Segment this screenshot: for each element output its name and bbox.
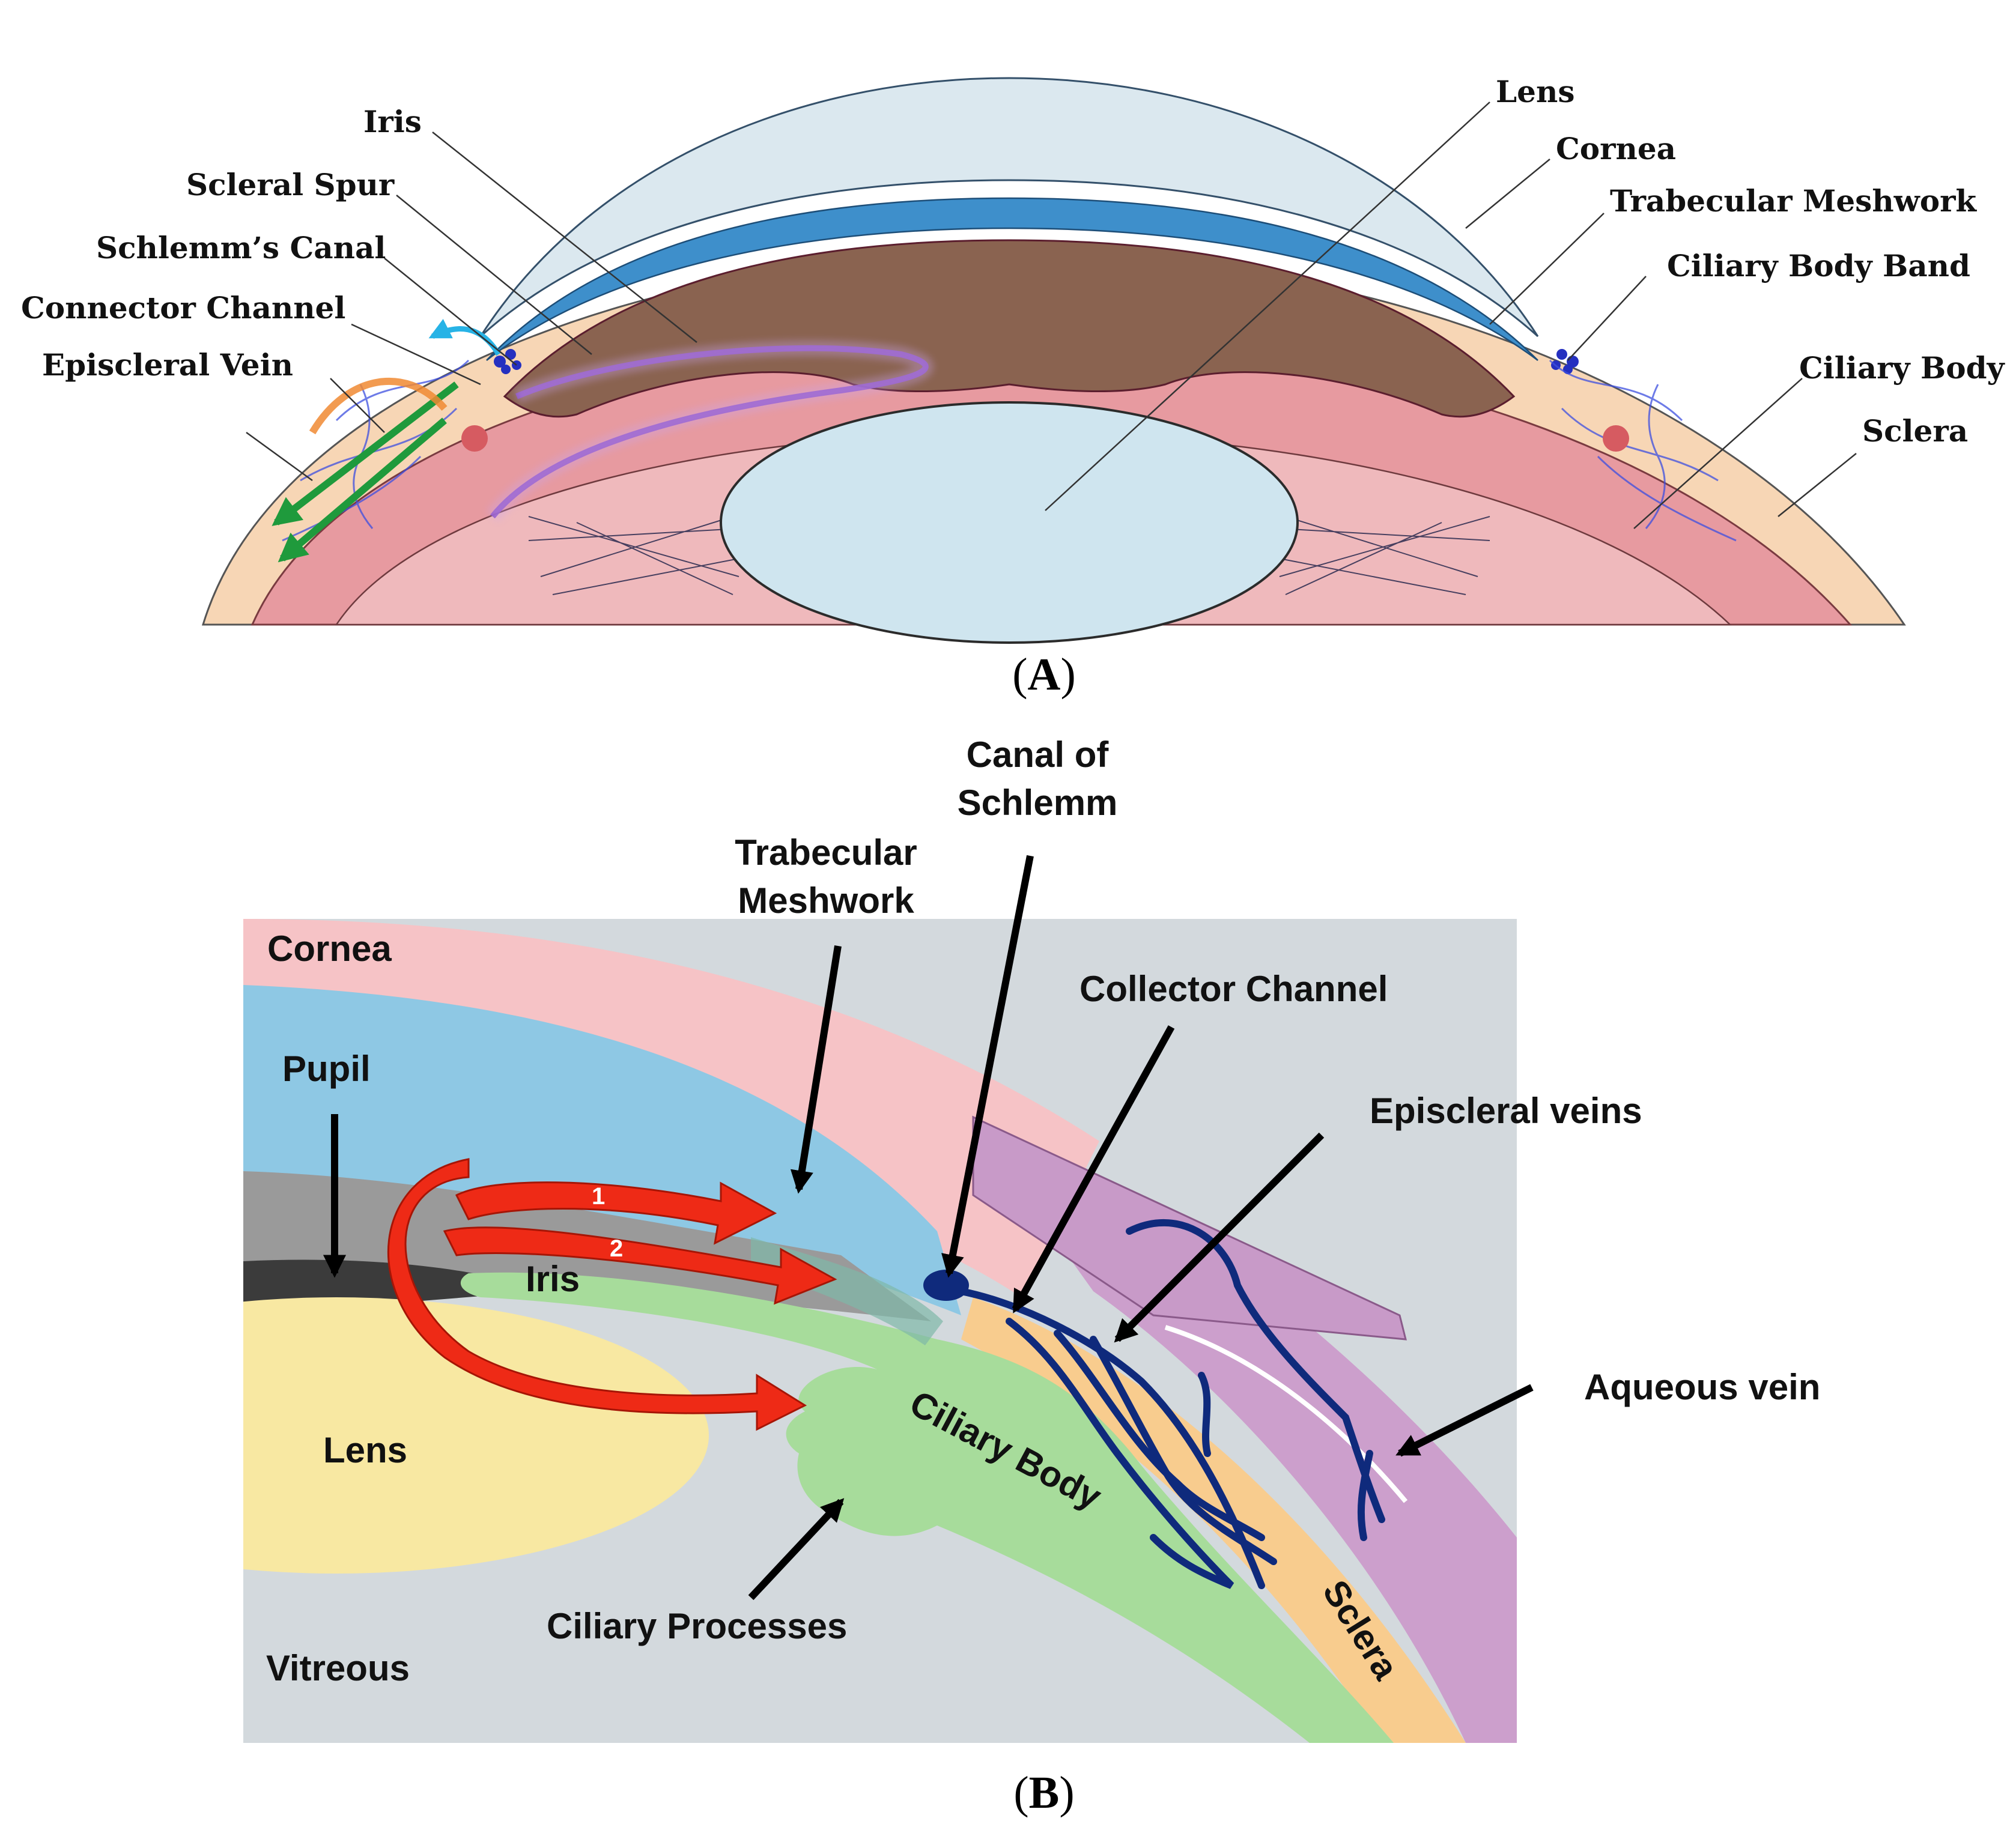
- b-label-vitreous: Vitreous: [266, 1648, 410, 1688]
- b-label-canal-of-schlemm-2: Schlemm: [958, 783, 1118, 823]
- a-green-flow-arrow-1: [272, 381, 459, 526]
- a-label-trabecular-meshwork: Trabecular Meshwork: [1610, 183, 1977, 219]
- a-label-ciliary-body: Ciliary Body: [1799, 350, 2006, 386]
- b-label-ciliary-processes: Ciliary Processes: [547, 1606, 847, 1646]
- a-orange-flow-arc: [309, 377, 448, 435]
- b-label-iris: Iris: [526, 1259, 580, 1299]
- a-leader-lines: [246, 102, 1857, 529]
- b-canal-of-schlemm: [923, 1270, 969, 1301]
- b-pointer-arrows: [323, 855, 1534, 1601]
- a-lens: [720, 401, 1299, 644]
- b-aqueous-flow: [387, 1158, 837, 1431]
- a-label-episcleral-vein: Episcleral Vein: [42, 347, 293, 383]
- a-label-lens: Lens: [1496, 74, 1574, 109]
- b-pupil: [243, 985, 961, 1315]
- b-label-cornea: Cornea: [267, 929, 392, 969]
- b-label-aqueous-vein: Aqueous vein: [1584, 1367, 1820, 1407]
- a-label-connector-channel: Connector Channel: [21, 290, 345, 326]
- a-ciliary-body-right: [1603, 425, 1629, 452]
- a-cyan-flow-arrow: [428, 319, 501, 356]
- a-label-sclera: Sclera: [1862, 413, 1968, 449]
- a-cornea-layer: [479, 77, 1539, 338]
- b-label-lens: Lens: [323, 1430, 407, 1470]
- b-iris-ciliary: [460, 1272, 1394, 1743]
- a-label-iris: Iris: [363, 104, 422, 139]
- b-flow-label-1: 1: [592, 1183, 605, 1210]
- b-label-trabecular-meshwork-2: Meshwork: [738, 880, 914, 921]
- panel-a-diagram: Iris Scleral Spur Schlemm’s Canal Connec…: [21, 74, 2006, 644]
- b-label-collector-channel: Collector Channel: [1079, 969, 1388, 1009]
- a-label-cornea: Cornea: [1556, 131, 1676, 166]
- panel-b-diagram: 1 2 Canal of Schlemm Trabecular Meshwork…: [243, 735, 1820, 1743]
- a-trabecular-band: [486, 197, 1538, 362]
- b-lens: [243, 1297, 709, 1574]
- b-label-canal-of-schlemm-1: Canal of: [967, 735, 1110, 775]
- a-ciliary-body-left: [461, 425, 488, 452]
- caption-b: (B): [1013, 1768, 1074, 1818]
- b-label-episcleral-veins: Episcleral veins: [1370, 1091, 1642, 1131]
- b-label-trabecular-meshwork-1: Trabecular: [735, 832, 917, 873]
- a-zonules: [528, 516, 1490, 595]
- caption-a: (A): [1012, 649, 1076, 700]
- a-iris-band: [503, 239, 1516, 418]
- a-label-scleral-spur: Scleral Spur: [186, 167, 395, 202]
- a-label-ciliary-body-band: Ciliary Body Band: [1667, 248, 1970, 283]
- a-green-flow-arrow-2: [278, 417, 447, 563]
- b-label-pupil: Pupil: [282, 1049, 371, 1089]
- a-label-schlemms-canal: Schlemm’s Canal: [96, 230, 386, 265]
- b-flow-label-2: 2: [610, 1235, 623, 1262]
